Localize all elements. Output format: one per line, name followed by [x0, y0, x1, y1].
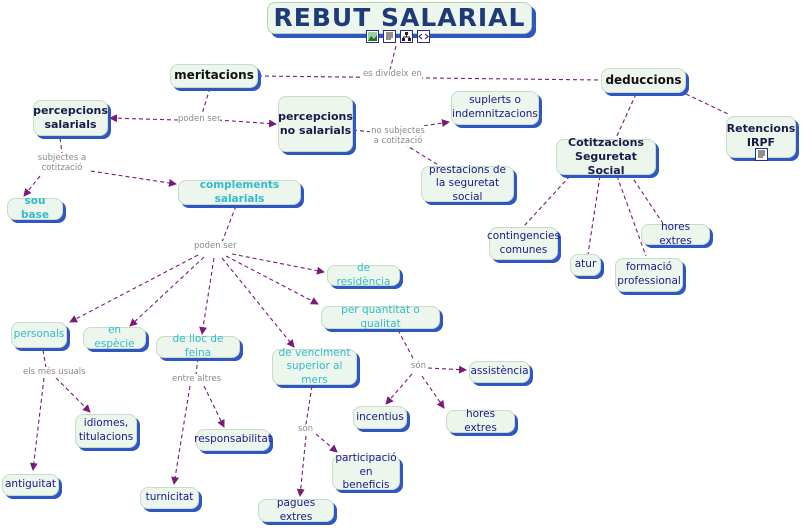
node-deduccions[interactable]: deduccions — [601, 68, 686, 93]
link-entre-turnicitat — [171, 385, 191, 485]
node-personals[interactable]: personals — [11, 322, 67, 348]
link-usuals-antiguitat — [29, 377, 45, 471]
node-suplerts[interactable]: suplerts o indemnitzacions — [451, 91, 539, 125]
node-participacio[interactable]: participació en beneficis — [332, 452, 400, 491]
link-poden-percepcions-no — [217, 119, 277, 128]
node-hores-extres[interactable]: hores extres — [446, 408, 515, 434]
label-son-2: són — [298, 424, 314, 435]
link-son-assistencia — [427, 365, 467, 374]
link-deduccions-retencions — [685, 93, 729, 115]
link-cot-contingencies — [523, 175, 571, 227]
node-incentius[interactable]: incentius — [353, 406, 407, 429]
label-entre-altres: entre altres — [172, 374, 222, 385]
node-lloc-de-feina[interactable]: de lloc de feina — [156, 333, 240, 359]
link-cot-atur — [587, 175, 601, 255]
link-deduccions-cotitzacions — [615, 93, 637, 139]
link-poden-residencia — [231, 253, 325, 275]
link-complements-poden — [221, 205, 237, 243]
link-entre-responsabilitat — [203, 385, 225, 428]
label-subjectes: subjectes a cotització — [36, 153, 88, 174]
retencions-label: Retencions IRPF — [726, 122, 796, 150]
link-poden-percepcions-salarials — [109, 114, 179, 123]
node-formacio[interactable]: formació professional — [615, 258, 683, 292]
node-pagues-extres[interactable]: pagues extres — [258, 497, 334, 523]
link-poden-personals — [69, 254, 199, 323]
note-icon[interactable] — [755, 148, 768, 161]
link-poden-lloc — [199, 257, 215, 335]
document-icon[interactable] — [383, 30, 396, 43]
link-subjectes-complements — [83, 169, 177, 187]
node-assistencia[interactable]: assistència — [469, 361, 530, 383]
link-lloc-entre — [195, 357, 199, 375]
node-sou-base[interactable]: sou base — [7, 195, 63, 221]
link-son-participacio — [315, 433, 338, 453]
node-venciment[interactable]: de venciment superior al mers — [272, 347, 357, 386]
link-no-to-label — [352, 129, 373, 133]
link-son-incentius — [385, 373, 413, 405]
node-antiguitat[interactable]: antiguitat — [2, 474, 59, 496]
label-poden-ser-1: poden ser — [178, 114, 221, 125]
label-els-mes-usuals: els més usuals — [23, 367, 86, 378]
node-hores-extres-cotitzacio[interactable]: hores extres — [641, 221, 710, 247]
node-meritacions[interactable]: meritacions — [170, 64, 258, 88]
label-no-subjectes-text: no subjectes a cotització — [371, 126, 425, 147]
label-son-1: són — [411, 361, 427, 372]
label-es-divideix: es divideix en — [363, 69, 422, 80]
link-venciment-son — [305, 385, 313, 425]
link-poden-venciment — [221, 257, 295, 348]
link-percepcions-subjectes — [59, 137, 63, 154]
node-turnicitat[interactable]: turnicitat — [140, 487, 199, 509]
link-meritacions-deduccions — [257, 75, 602, 81]
node-percepcions-no-salarials[interactable]: percepcions no salarials — [278, 96, 353, 152]
link-personals-usuals — [42, 349, 47, 369]
code-icon[interactable] — [417, 30, 430, 43]
node-responsabilitat[interactable]: responsabilitat — [194, 429, 272, 451]
node-complements-salarials[interactable]: complements salarials — [178, 179, 301, 205]
link-meritacions-poden — [201, 87, 211, 115]
label-poden-ser-2: poden ser — [194, 241, 237, 252]
link-quantitat-son — [397, 329, 415, 361]
link-cot-formacio — [616, 175, 647, 257]
node-atur[interactable]: atur — [570, 254, 601, 276]
node-cotitzacions[interactable]: Cotitzacions Seguretat Social — [556, 136, 656, 177]
link-cot-hores — [629, 173, 663, 223]
link-title-divide — [389, 45, 397, 71]
link-son-hores — [421, 375, 445, 409]
node-prestacions[interactable]: prestacions de la seguretat social — [421, 164, 514, 203]
node-per-quantitat[interactable]: per quantitat o qualitat — [321, 304, 440, 330]
label-no-subjectes: no subjectes a cotització — [370, 126, 426, 147]
node-idiomes[interactable]: idiomes, titulacions — [75, 414, 137, 448]
link-subjectes-sou — [23, 175, 41, 197]
node-de-residencia[interactable]: de residència — [327, 262, 400, 288]
image-icon[interactable] — [366, 30, 379, 43]
concept-map-icon[interactable] — [400, 30, 413, 43]
link-poden-especie — [129, 256, 205, 327]
link-label-prestacions — [403, 143, 441, 167]
map-title: REBUT SALARIAL — [267, 2, 532, 34]
link-poden-quantitat — [225, 255, 319, 305]
node-en-especie[interactable]: en espècie — [83, 324, 146, 350]
node-contingencies[interactable]: contingencies comunes — [487, 227, 560, 260]
label-subjectes-text: subjectes a cotització — [37, 153, 87, 174]
link-son-pagues — [296, 435, 307, 497]
node-percepcions-salarials[interactable]: percepcions salarials — [33, 100, 108, 136]
link-usuals-idiomes — [55, 377, 91, 413]
